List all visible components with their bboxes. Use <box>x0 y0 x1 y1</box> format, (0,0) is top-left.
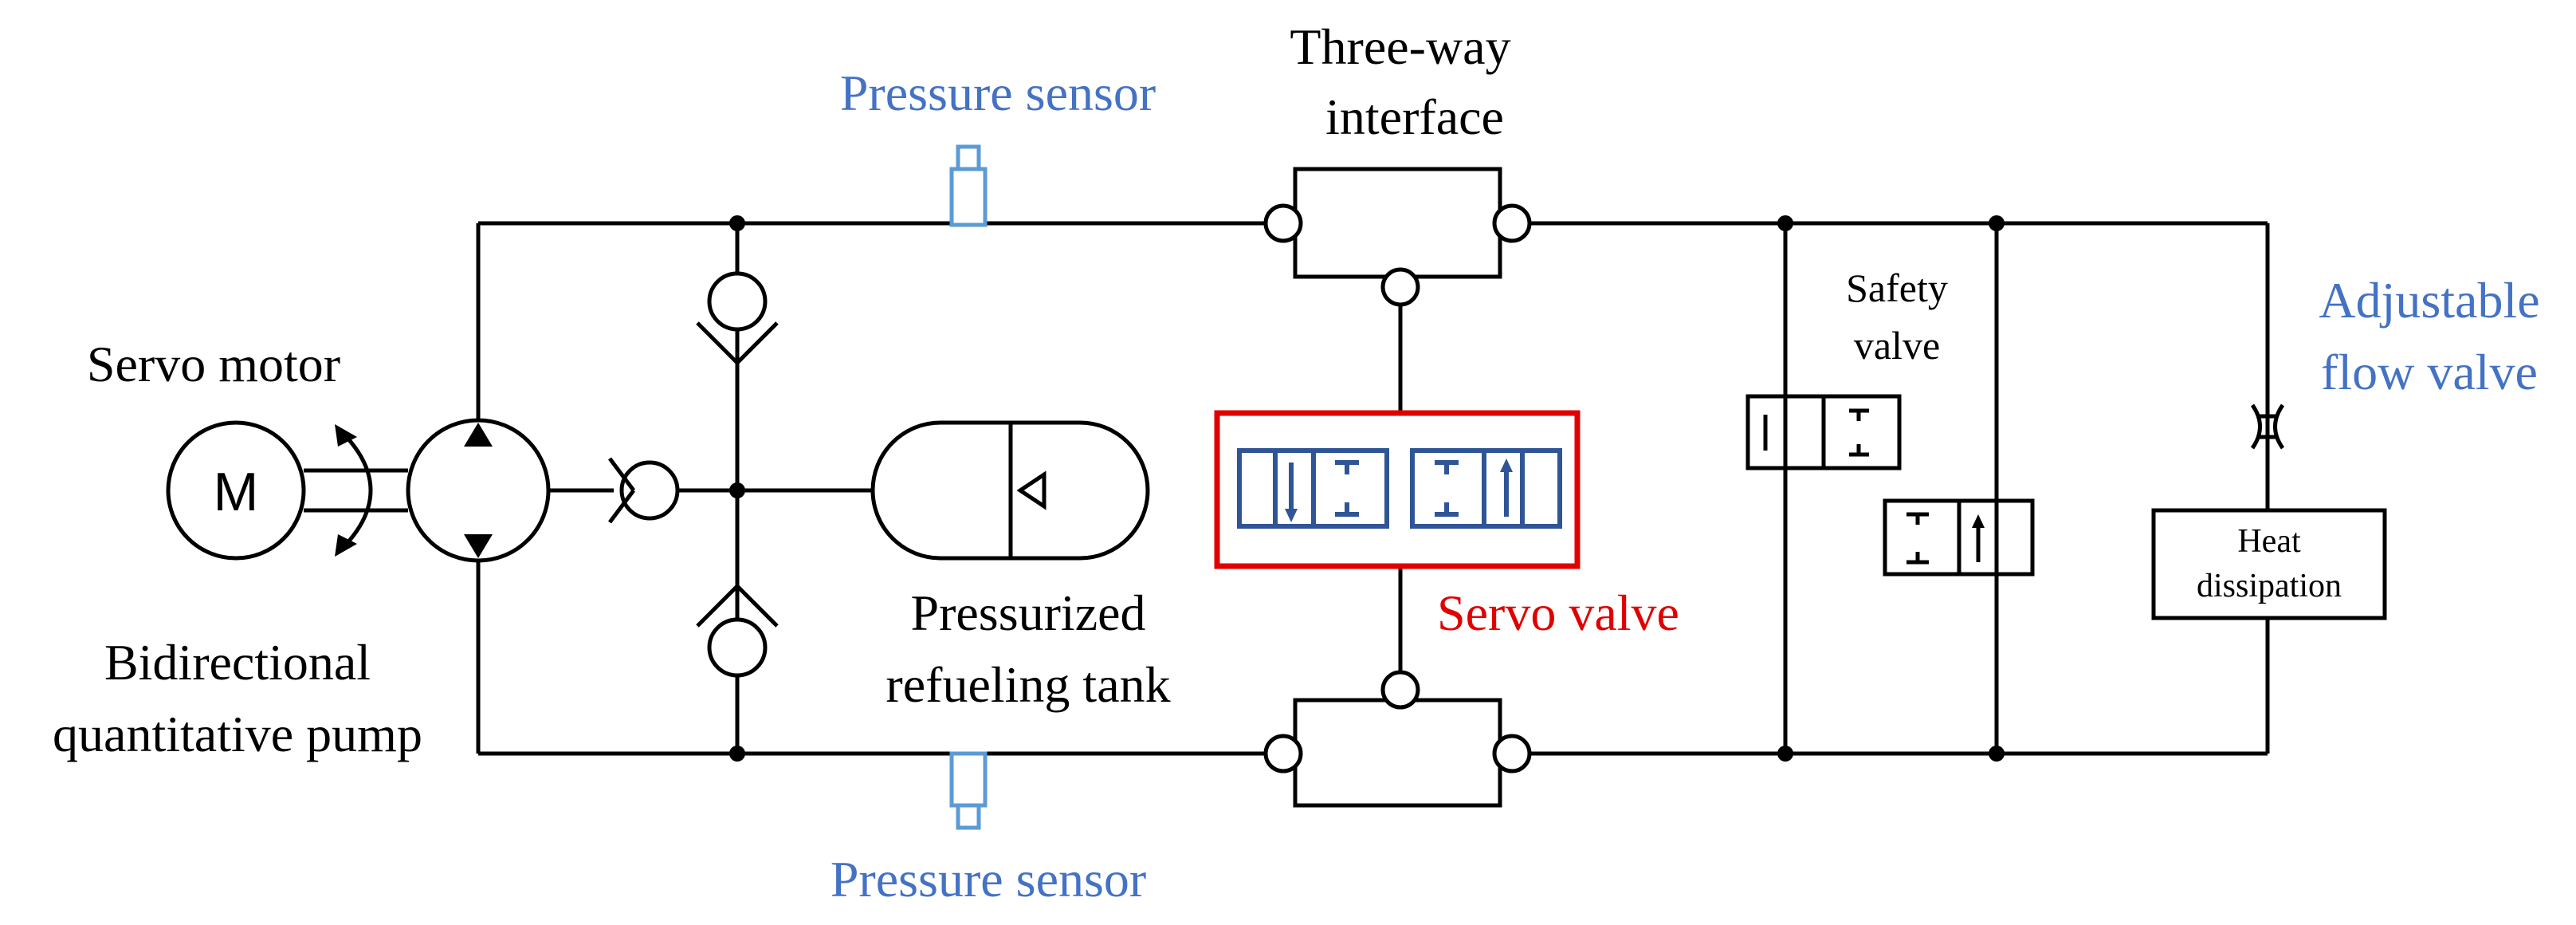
three-way-interface-bottom <box>1263 670 1532 808</box>
junction-dots <box>729 215 2005 762</box>
three-way-label-line1: Three-way <box>1290 18 1510 75</box>
servo-motor: M <box>166 420 408 561</box>
pressure-sensor-top <box>949 144 988 227</box>
heat-dissipation: Heat dissipation <box>2151 508 2387 620</box>
check-valve-bottom <box>696 585 779 678</box>
rotation-arrow-icon <box>343 433 373 548</box>
tank-label-line2: refueling tank <box>886 656 1170 713</box>
pressurized-refueling-tank <box>870 420 1150 561</box>
servo-valve-label: Servo valve <box>1437 585 1679 641</box>
heat-label-line1: Heat <box>2237 523 2301 560</box>
pressure-sensor-bottom-label: Pressure sensor <box>831 851 1146 907</box>
tank-triangle-icon <box>1016 470 1046 510</box>
pump-label-line1: Bidirectional <box>104 634 371 691</box>
servo-valve <box>1214 410 1581 569</box>
three-way-label-line2: interface <box>1325 89 1504 145</box>
pump-arrow-down-icon <box>464 534 493 558</box>
heat-label-line2: dissipation <box>2197 568 2342 604</box>
safety-valve-upper <box>1745 394 1902 470</box>
bidirectional-pump <box>406 418 551 563</box>
pressure-sensor-top-label: Pressure sensor <box>840 65 1156 121</box>
safety-valve-label-line1: Safety <box>1846 266 1948 310</box>
safety-valve-label-line2: valve <box>1854 323 1940 368</box>
three-way-interface-top <box>1263 167 1532 307</box>
flow-valve-label-line1: Adjustable <box>2319 272 2539 329</box>
pump-arrow-up-icon <box>464 423 493 447</box>
safety-valve-lower <box>1883 498 2035 577</box>
check-valve-top <box>696 271 779 364</box>
servo-motor-label: Servo motor <box>87 336 340 392</box>
adjustable-flow-valve <box>2250 403 2285 450</box>
check-valve-middle <box>608 457 680 524</box>
pump-label-line2: quantitative pump <box>53 706 422 762</box>
tank-label-line1: Pressurized <box>910 585 1145 641</box>
pressure-sensor-bottom <box>949 751 988 830</box>
motor-symbol: M <box>214 462 259 522</box>
text-labels: Pressure sensor Pressure sensor Three-wa… <box>53 18 2540 907</box>
flow-valve-label-line2: flow valve <box>2321 344 2538 400</box>
